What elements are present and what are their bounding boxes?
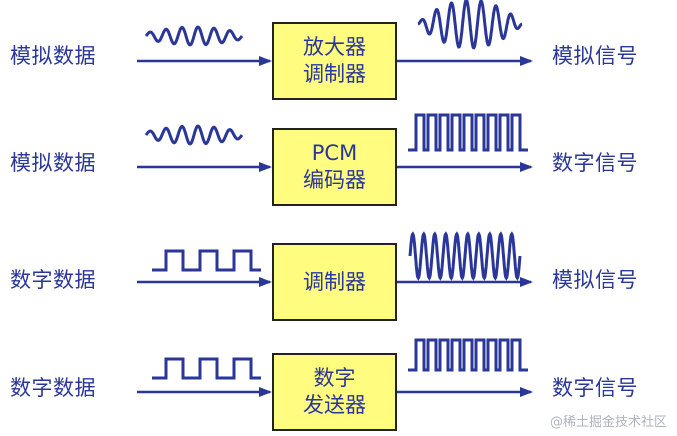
row-4-input-label: 数字数据 [10,376,96,400]
row-1-output-amplified-wave [417,0,523,50]
row-4-output-label: 数字信号 [552,376,638,400]
row-1-output-arrow [520,56,533,66]
row-3-input-label: 数字数据 [10,268,96,292]
row-2-box-line-2: 编码器 [303,168,366,192]
row-3-box-line-1: 调制器 [303,269,366,294]
row-3-input-arrow [259,277,272,287]
row-4-output-pulse-train [408,338,528,372]
row-2-input-analog-wave [144,124,244,146]
row-3-input-square-wave [152,249,261,272]
row-2-output-arrow [520,162,533,172]
row-3-output-arrow [520,277,533,287]
row-1-input-arrow [259,56,272,66]
row-1-box-line-1: 放大器 [303,35,366,59]
row-1-converter-box: 放大器 调制器 [272,22,397,100]
row-2-output-label: 数字信号 [552,151,638,175]
row-3-output-label: 模拟信号 [552,268,638,292]
row-4-input-square-wave [152,357,261,380]
row-4-input-arrow [259,387,272,397]
row-4-converter-box: 数字 发送器 [272,353,397,431]
row-1-output-label: 模拟信号 [552,44,638,68]
row-4-output-arrow [520,387,533,397]
row-1-input-analog-wave [144,25,244,47]
row-2-input-label: 模拟数据 [10,151,96,175]
row-2-box-line-1: PCM [311,141,358,165]
row-2-input-arrow [259,162,272,172]
row-2-output-pulse-train [408,113,528,152]
row-1-input-label: 模拟数据 [10,44,96,68]
row-4-box-line-1: 数字 [313,366,356,390]
row-2-converter-box: PCM 编码器 [272,128,397,206]
row-1-box-line-2: 调制器 [303,62,366,86]
row-4-box-line-2: 发送器 [303,393,366,417]
watermark: @稀土掘金技术社区 [549,415,667,430]
row-3-output-modulated-wave [408,231,522,281]
row-3-converter-box: 调制器 [272,243,397,321]
